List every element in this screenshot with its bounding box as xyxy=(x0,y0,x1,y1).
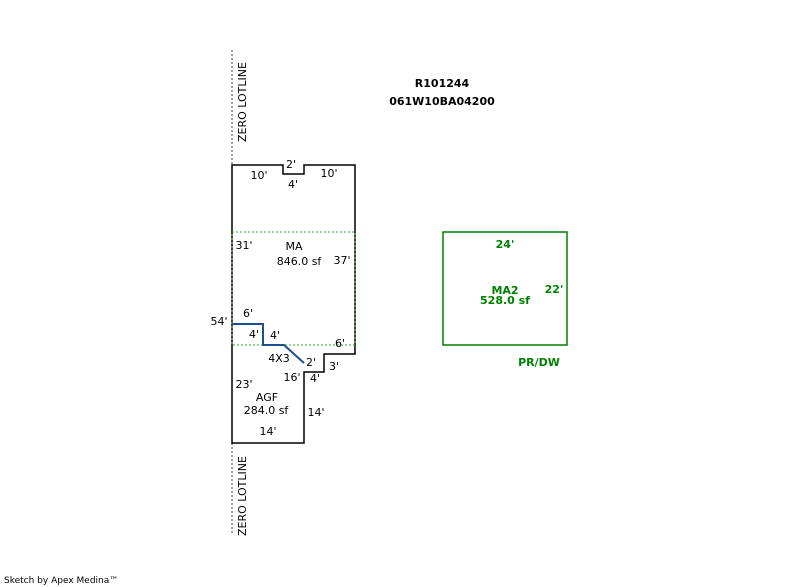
dim-top-right: 10' xyxy=(320,167,337,180)
dim-garage-top-inner: 16' xyxy=(283,371,300,384)
garage-inset-label: 4X3 xyxy=(268,352,290,365)
detached-type-label: PR/DW xyxy=(518,356,560,369)
garage-code: AGF xyxy=(256,391,278,404)
dim-left: 31' xyxy=(235,239,252,252)
main-area-code: MA xyxy=(285,240,302,253)
dim-overall-left: 54' xyxy=(210,315,227,328)
detached-size: 528.0 sf xyxy=(480,294,530,307)
main-area-size: 846.0 sf xyxy=(277,255,323,268)
dim-step-right: 4' xyxy=(270,329,280,342)
garage-size: 284.0 sf xyxy=(244,404,290,417)
dim-detached-right: 22' xyxy=(545,283,564,296)
addition-step-line xyxy=(232,323,305,364)
dim-step-top: 6' xyxy=(243,307,253,320)
dim-garage-left: 23' xyxy=(235,378,252,391)
detached-outline xyxy=(442,231,568,346)
dim-garage-step-right: 3' xyxy=(329,360,339,373)
dim-top-left: 10' xyxy=(250,169,267,182)
map-tax-lot: 061W10BA04200 xyxy=(389,95,495,108)
dim-step-left: 4' xyxy=(249,328,259,341)
detached-code: MA2 xyxy=(491,284,518,297)
zero-lotline-bottom-label: ZERO LOTLINE xyxy=(236,456,249,536)
dim-detached-top: 24' xyxy=(496,238,515,251)
parcel-id: R101244 xyxy=(415,77,470,90)
dim-garage-step-width: 2' xyxy=(306,356,316,369)
dim-notch-depth: 4' xyxy=(288,178,298,191)
dim-garage-right: 14' xyxy=(307,406,324,419)
sketch-credit: Sketch by Apex Medina™ xyxy=(4,576,118,586)
zero-lotline-top-label: ZERO LOTLINE xyxy=(236,62,249,142)
dim-notch-width: 2' xyxy=(286,158,296,171)
main-area-outline xyxy=(231,164,356,444)
main-area-addition-outline xyxy=(231,231,356,346)
dim-garage-step-depth: 4' xyxy=(310,372,320,385)
dim-bottom-right: 6' xyxy=(335,337,345,350)
dim-garage-bottom: 14' xyxy=(259,425,276,438)
dim-right: 37' xyxy=(333,254,350,267)
